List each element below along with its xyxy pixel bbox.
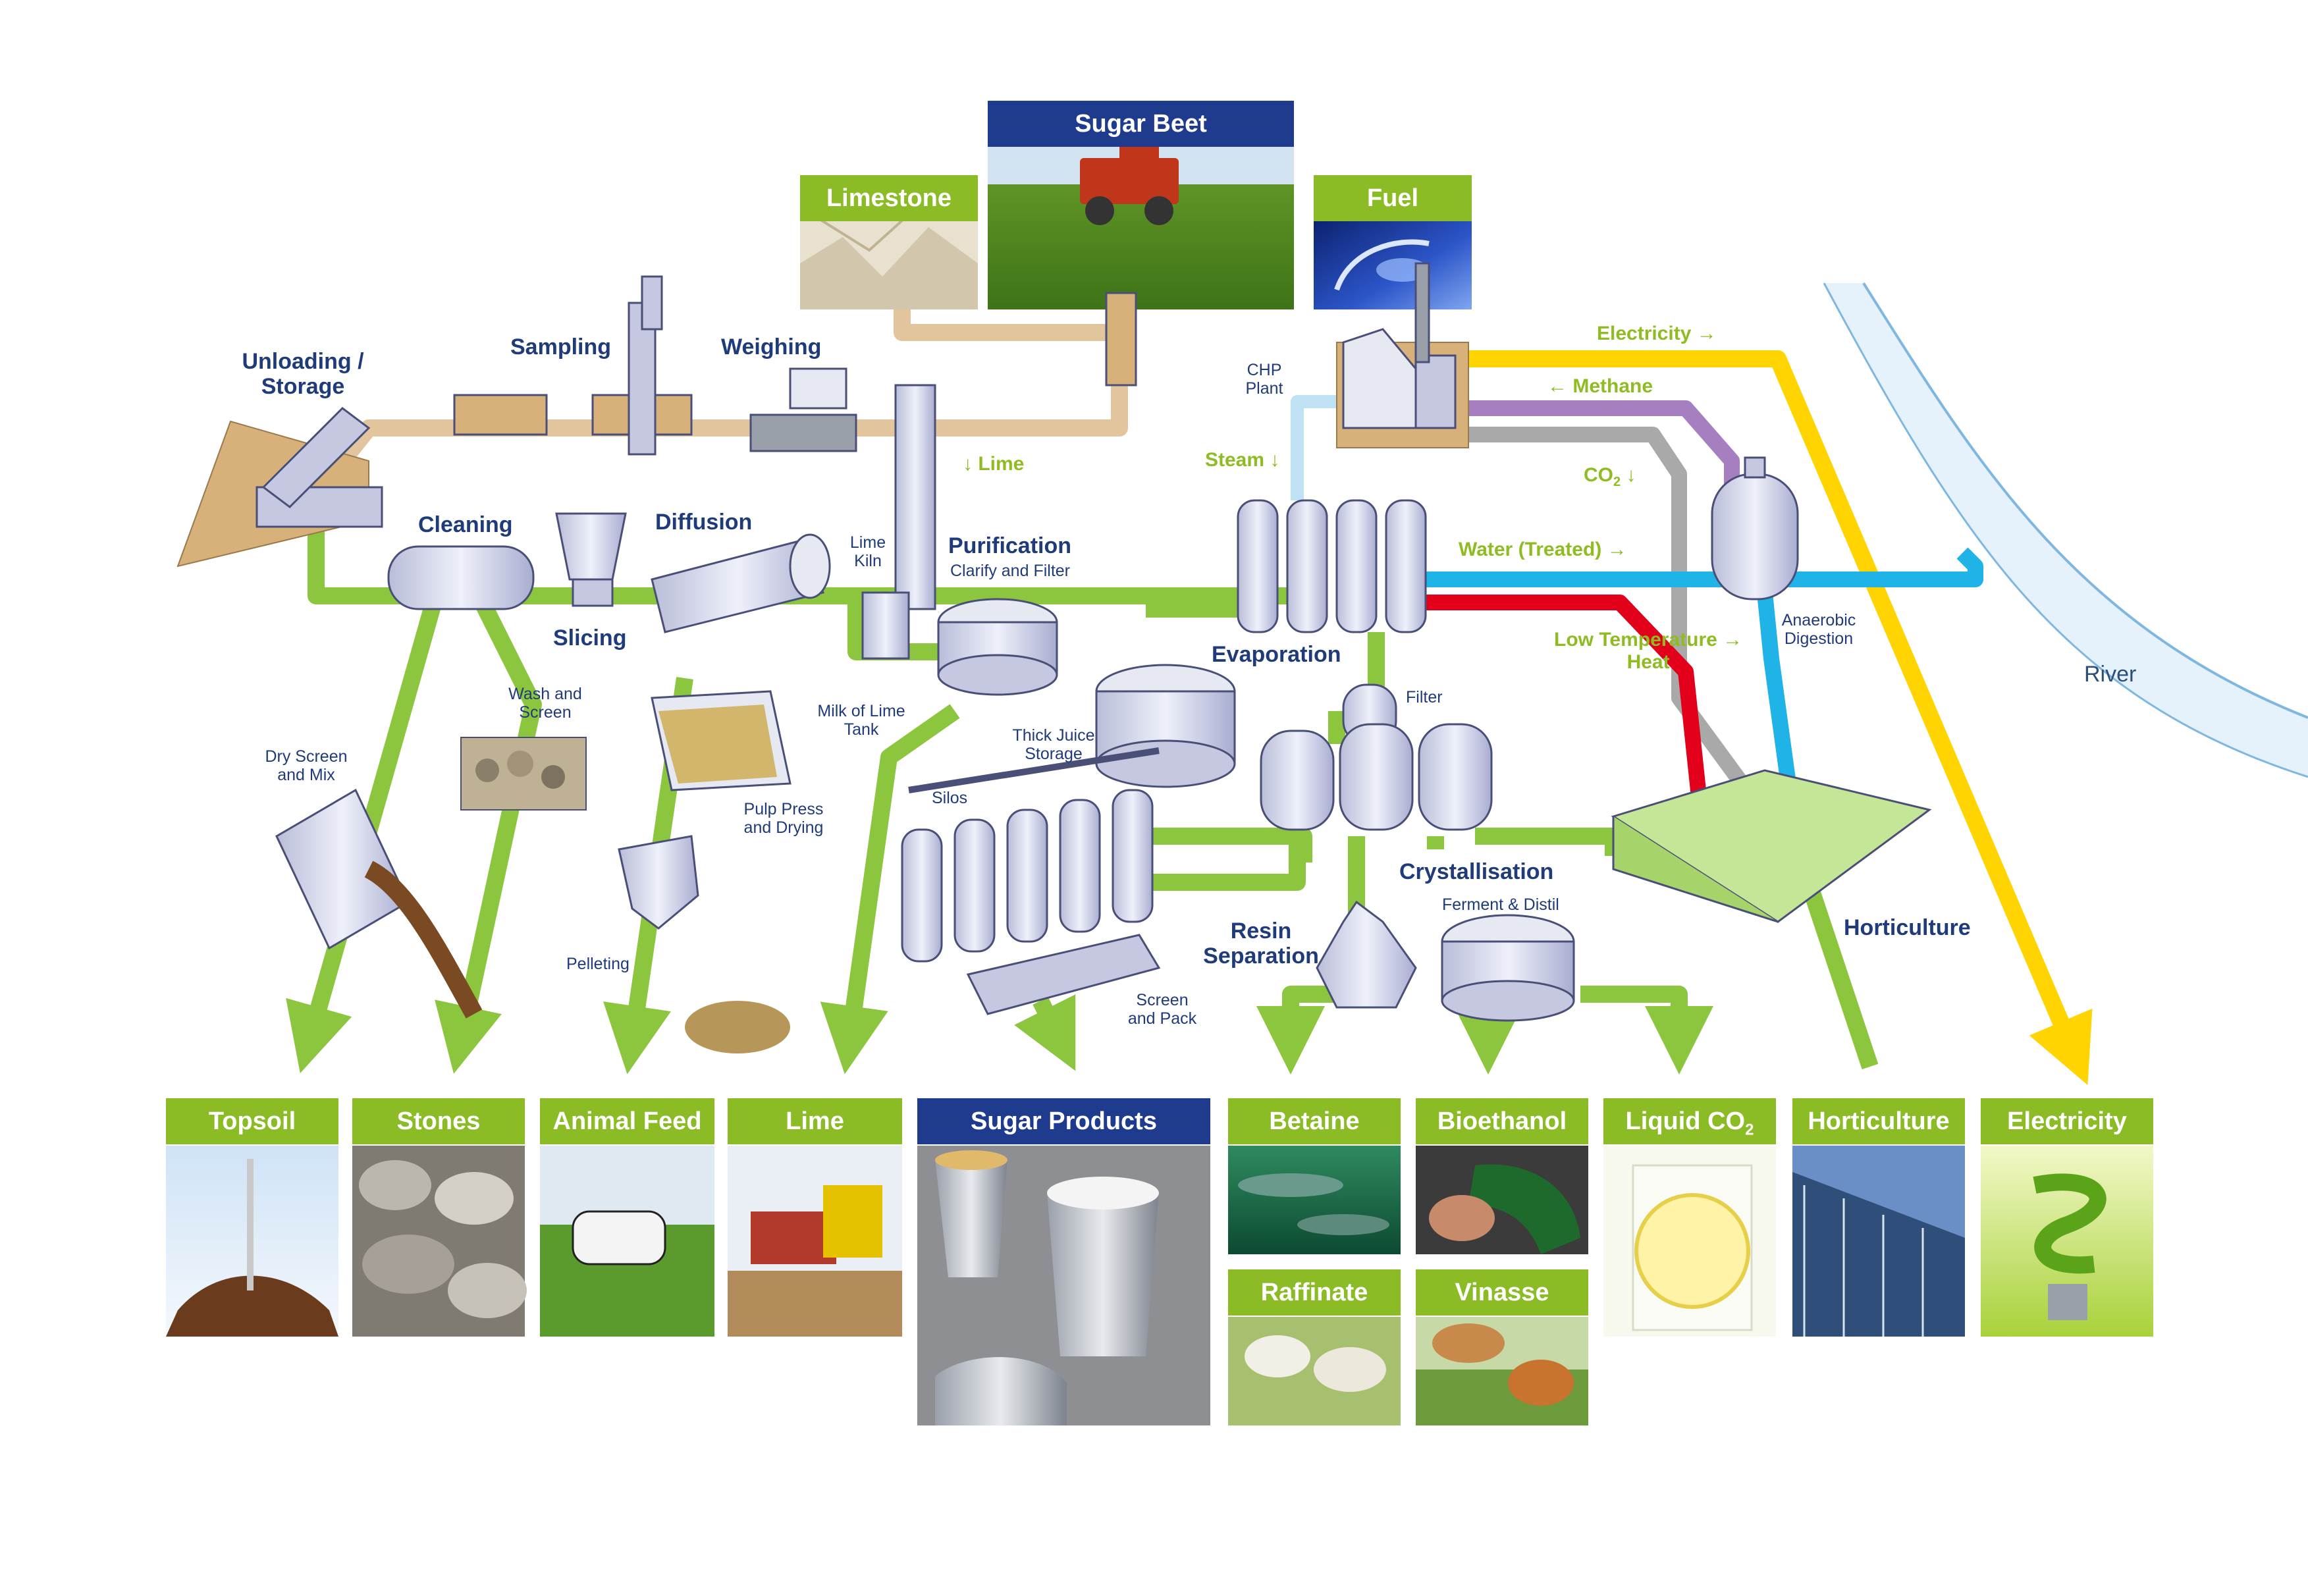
screen-pack-conveyor-illustration — [966, 934, 1161, 1015]
thick-juice-tank-illustration — [1095, 664, 1236, 788]
unloading-storage-illustration — [176, 407, 383, 568]
stones-header: Stones — [352, 1098, 525, 1144]
clarify-filter-label: Clarify and Filter — [950, 562, 1070, 580]
lightblue-steam-flow — [1291, 395, 1343, 500]
purification-vessel-illustration — [937, 598, 1058, 696]
wash-screen-illustration — [460, 737, 587, 811]
horticulture-flow — [1796, 866, 1879, 1070]
horticulture-process-label: Horticulture — [1844, 915, 1971, 940]
resin-separation-illustration — [1316, 900, 1417, 1009]
chp-plant-illustration — [1336, 262, 1469, 448]
weighing-station-illustration — [749, 367, 857, 452]
fuel-photo — [1314, 214, 1472, 309]
dry-screen-drum-illustration — [275, 788, 483, 1019]
beet-transport-flow — [335, 309, 1128, 467]
limestone-header: Limestone — [800, 175, 978, 221]
weighing-label: Weighing — [721, 334, 822, 359]
low-temp-heat-flow — [1422, 595, 1707, 798]
bioethanol-header: Bioethanol — [1416, 1098, 1588, 1144]
pelleting-label: Pelleting — [566, 955, 630, 973]
sampling-label: Sampling — [510, 334, 612, 359]
electricity-flow — [1462, 350, 2093, 1085]
sugar-beet-photo — [988, 142, 1294, 309]
betaine-header: Betaine — [1228, 1098, 1401, 1144]
liquid-co2-header: Liquid CO2 — [1603, 1098, 1776, 1144]
topsoil-header: Topsoil — [166, 1098, 338, 1144]
unloading-label: Unloading /Storage — [242, 349, 364, 399]
diffusion-label: Diffusion — [655, 510, 753, 535]
methane-flow-label: ← Methane — [1547, 375, 1653, 397]
purification-label: Purification — [948, 533, 1072, 558]
horticulture-output-header: Horticulture — [1792, 1098, 1965, 1144]
ferment-distil-illustration — [1441, 914, 1575, 1022]
steam-label: Steam ↓ — [1205, 449, 1280, 471]
electricity-output-header: Electricity — [1981, 1098, 2153, 1144]
greenhouse-illustration — [1611, 769, 1932, 923]
limestone-photo — [800, 214, 978, 309]
cleaning-tank-illustration — [387, 545, 535, 610]
slicing-label: Slicing — [553, 625, 627, 651]
sugar-products-header: Sugar Products — [917, 1098, 1210, 1144]
grey-co2-flow — [1468, 427, 1758, 802]
evaporation-label: Evaporation — [1212, 642, 1341, 667]
animal-feed-header: Animal Feed — [540, 1098, 714, 1144]
co2-flow-label: CO2 ↓ — [1584, 464, 1636, 489]
fuel-header: Fuel — [1314, 175, 1472, 221]
slicing-hopper-illustration — [555, 512, 627, 607]
river-graphic — [1823, 282, 2308, 778]
evaporators-illustration — [1237, 499, 1427, 633]
silos-label: Silos — [932, 789, 968, 807]
filter-label: Filter — [1406, 688, 1443, 706]
sugar-beet-header: Sugar Beet — [988, 101, 1294, 147]
lime-kiln-illustration — [861, 292, 1137, 660]
low-temp-heat-label: Low Temperature →Heat — [1554, 629, 1743, 673]
water-treated-label: Water (Treated) → — [1459, 539, 1627, 560]
ferment-distil-label: Ferment & Distil — [1442, 895, 1559, 914]
lime-flow-label: ↓ Lime — [963, 453, 1025, 475]
cleaning-label: Cleaning — [418, 512, 513, 537]
pulp-press-illustration — [651, 690, 792, 791]
crystallisers-illustration — [1260, 683, 1493, 831]
output-photos — [166, 1146, 2153, 1425]
vinasse-header: Vinasse — [1416, 1269, 1588, 1316]
silos-illustration — [901, 747, 1160, 963]
anaerobic-digester-illustration — [1711, 456, 1799, 600]
sampling-truck-illustration — [453, 275, 693, 456]
raffinate-header: Raffinate — [1228, 1269, 1401, 1316]
water-treated-flow — [1422, 547, 1983, 805]
electricity-flow-label: Electricity → — [1597, 323, 1717, 344]
lime-output-header: Lime — [728, 1098, 902, 1144]
diffusion-drum-illustration — [651, 533, 831, 633]
crystallisation-label: Crystallisation — [1399, 859, 1554, 884]
river-label: River — [2084, 662, 2137, 687]
pelleting-illustration — [618, 835, 790, 1053]
